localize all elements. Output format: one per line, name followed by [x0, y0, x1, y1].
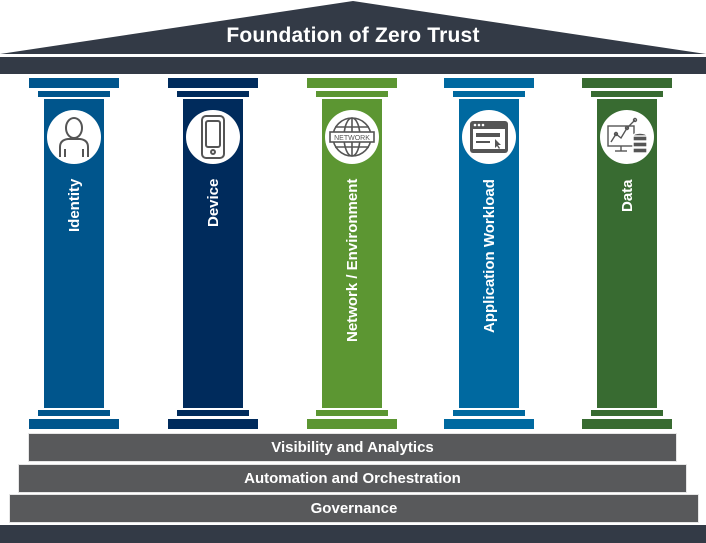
person-icon — [47, 110, 101, 164]
pillar-data: Data — [582, 0, 672, 430]
network-globe-icon: NETWORK — [325, 110, 379, 164]
application-window-icon — [462, 110, 516, 164]
roof — [0, 1, 706, 54]
pillar-label: Data — [618, 179, 636, 212]
layer-automation-orchestration: Automation and Orchestration — [18, 464, 687, 493]
entablature — [0, 57, 706, 74]
layer-governance: Governance — [9, 494, 699, 523]
floor-base — [0, 525, 706, 543]
mobile-device-icon — [186, 110, 240, 164]
pillar-device: Device — [168, 0, 258, 430]
pillar-application-workload: Application Workload — [444, 0, 534, 430]
pillar-label: Identity — [65, 179, 83, 233]
pillar-network-environment: NETWORK Network / Environment — [307, 0, 397, 430]
pillar-label: Application Workload — [480, 179, 498, 333]
diagram-title: Foundation of Zero Trust — [226, 24, 480, 47]
svg-text:NETWORK: NETWORK — [334, 135, 370, 142]
data-analytics-icon — [600, 110, 654, 164]
pillar-identity: Identity — [29, 0, 119, 430]
pillar-label: Device — [204, 179, 222, 228]
pillar-label: Network / Environment — [343, 179, 361, 343]
layer-visibility-analytics: Visibility and Analytics — [28, 433, 677, 462]
